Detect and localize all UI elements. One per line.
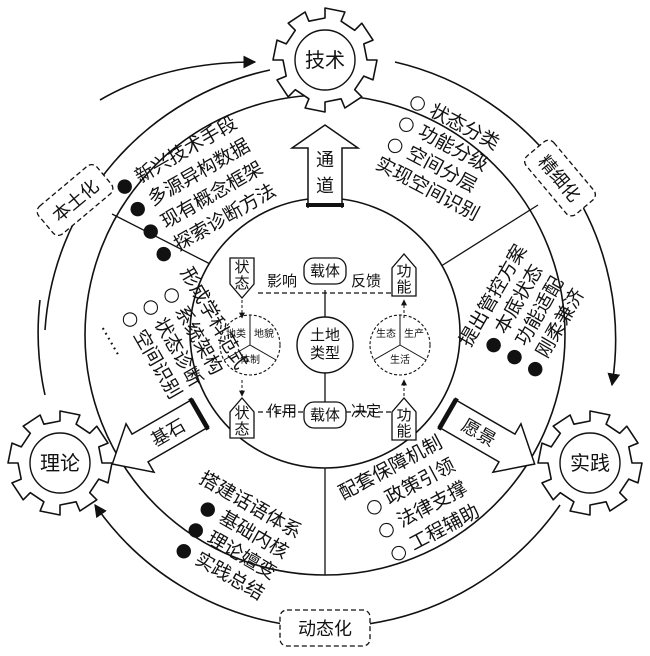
right-cyc-label: 生活 — [390, 353, 410, 366]
right-cyc-label: 生产 — [404, 327, 424, 340]
core-center-label-1: 土地 — [310, 326, 340, 344]
channel-label-1: 通 — [316, 150, 334, 171]
core-diagram: 土地 类型 载体 载体 影响 反馈 作用 决定 状 态 状 态 功 能 功 能 … — [219, 253, 431, 441]
core-state-top-1: 状 — [234, 258, 249, 276]
sector-dividers — [111, 204, 539, 575]
channel-label-2: 道 — [316, 176, 334, 197]
left-cyc-label: 体制 — [240, 353, 260, 366]
core-state-bottom-2: 态 — [234, 420, 249, 438]
hub-technology-label: 技术 — [305, 48, 345, 72]
core-state-bottom-1: 状 — [234, 404, 249, 422]
cycle-dynamic-label: 动态化 — [298, 619, 352, 640]
core-function-bottom-2: 能 — [396, 422, 411, 440]
core-feedback: 反馈 — [351, 272, 381, 290]
core-function-top-2: 能 — [396, 278, 411, 296]
core-left-cycle: 地类地貌体制 — [219, 314, 281, 376]
core-right-cycle: 生态生产生活 — [369, 314, 431, 376]
hub-practice-label: 实践 — [570, 451, 610, 475]
core-act: 作用 — [267, 402, 297, 420]
cycle-refinement: 精细化 — [523, 139, 597, 217]
cycle-localization: 本土化 — [36, 163, 114, 237]
gear-theory-icon — [7, 410, 113, 516]
arrow-dynamic-to-theory — [94, 503, 291, 626]
core-carrier-bottom: 载体 — [310, 406, 340, 424]
core-center-label-2: 类型 — [310, 344, 340, 362]
left-cyc-label: 地类 — [226, 327, 246, 340]
core-determine: 决定 — [351, 402, 381, 420]
core-carrier-top: 载体 — [310, 262, 340, 280]
core-function-bottom-1: 功 — [396, 406, 411, 424]
core-state-top-2: 态 — [234, 274, 249, 292]
arrow-localization-to-technology — [99, 55, 257, 101]
left-cyc-label: 地貌 — [254, 327, 274, 340]
gear-technology-icon — [272, 7, 378, 113]
core-function-top-1: 功 — [396, 262, 411, 280]
gear-practice-icon — [537, 410, 643, 516]
right-cyc-label: 生态 — [376, 327, 396, 340]
hub-theory-label: 理论 — [40, 451, 80, 475]
cycle-dynamic: 动态化 — [279, 609, 371, 647]
arc-practice-dynamic — [359, 504, 561, 626]
core-influence: 影响 — [267, 272, 297, 290]
channel-arrow: 通 道 — [289, 124, 361, 208]
arc-theory-localization — [37, 299, 46, 396]
